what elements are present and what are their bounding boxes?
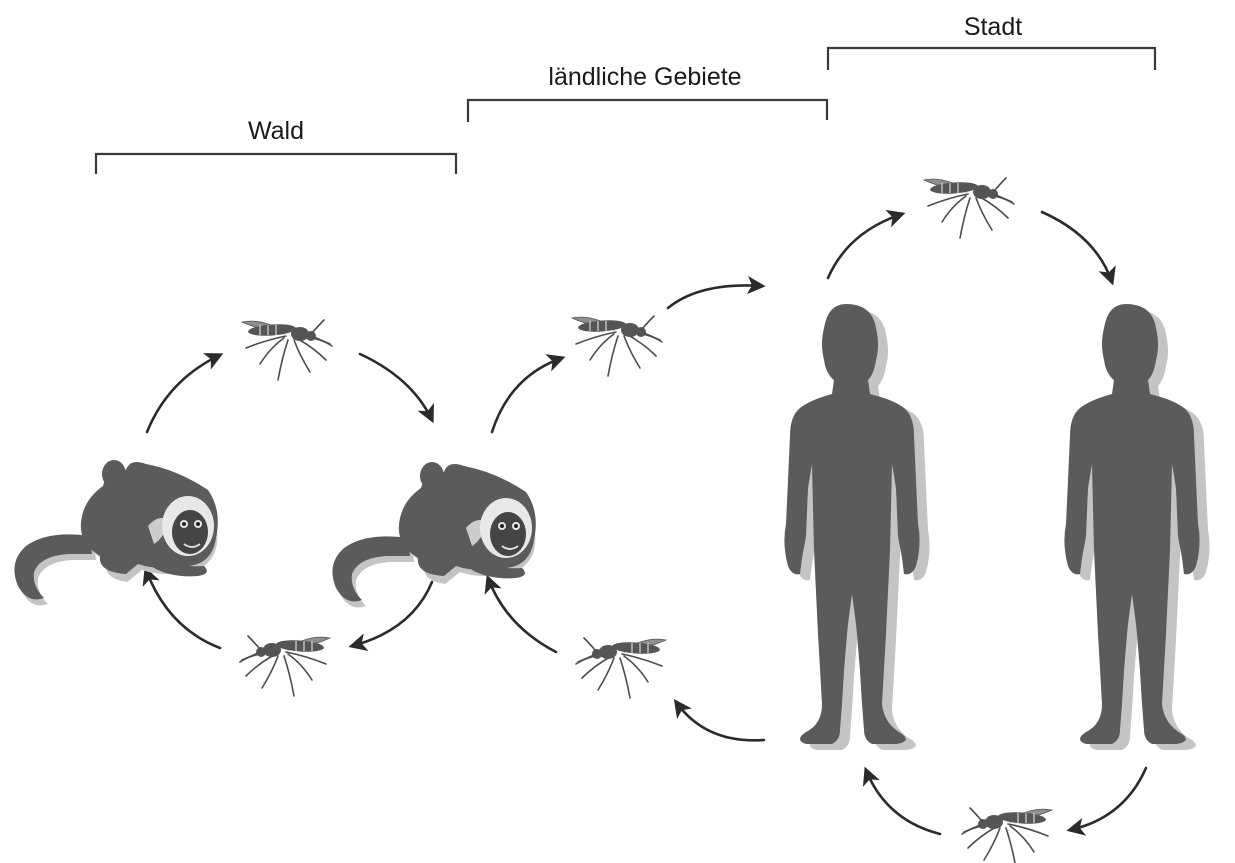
arrow-rural-mosquito-bottom-to-monkey2: [488, 578, 556, 652]
zone-label-wald: Wald: [248, 117, 304, 145]
zone-label-laendlich: ländliche Gebiete: [548, 63, 741, 91]
mosquito-icon: [572, 316, 662, 376]
zone-label-stadt: Stadt: [964, 13, 1022, 41]
zone-stadt: Stadt: [828, 13, 1155, 70]
zone-wald: Wald: [96, 117, 456, 174]
arrow-human1-to-rural-mosquito-bottom: [676, 702, 764, 740]
human-icon: [784, 304, 929, 750]
arrow-urban-mosquito-to-human2: [1042, 212, 1112, 282]
arrow-rural-mosquito-to-human1: [668, 285, 762, 308]
cycle-arrows: [146, 212, 1146, 834]
mosquito-icon: [240, 636, 330, 696]
arrow-mosquito-to-monkey2: [360, 354, 432, 420]
zone-bracket-laendlich: [468, 100, 827, 122]
mosquito-icon: [576, 638, 666, 698]
monkey-icon: [332, 462, 535, 608]
zone-bracket-wald: [96, 154, 456, 174]
arrow-mosquito-bottom-to-monkey1: [146, 570, 220, 648]
arrow-human1-to-urban-mosquito: [828, 214, 902, 278]
arrow-monkey2-to-mosquito-bottom: [352, 582, 432, 646]
mosquito-icon: [962, 808, 1052, 863]
zone-bracket-stadt: [828, 48, 1155, 70]
arrow-monkey2-to-rural-mosquito: [492, 358, 562, 432]
arrow-human2-to-urban-mosquito-bottom: [1070, 768, 1146, 830]
arrow-urban-mosquito-bottom-to-human1: [866, 770, 940, 834]
arrow-monkey1-to-mosquito: [147, 355, 220, 432]
human-icon: [1064, 304, 1209, 750]
zone-laendlich: ländliche Gebiete: [468, 63, 827, 122]
monkey-icon: [14, 460, 217, 606]
mosquito-icon: [242, 320, 332, 380]
mosquito-icon: [924, 178, 1014, 238]
